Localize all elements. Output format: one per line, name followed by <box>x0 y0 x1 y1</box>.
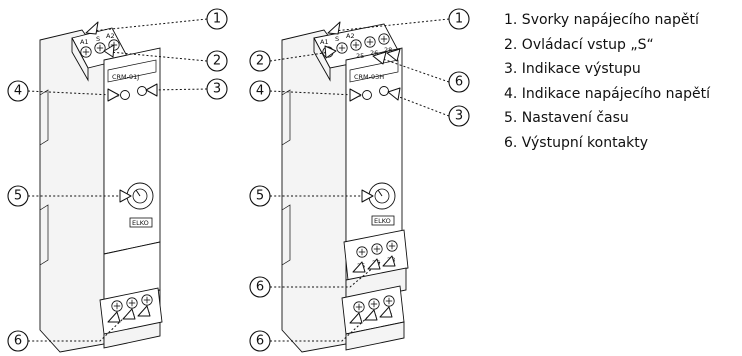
relay-device-left: ELKO A1 S A2 CRM-91J Un 15 16 18 <box>39 27 163 353</box>
right-brand-text: ELKO <box>374 217 391 225</box>
legend-item-5: 5. Nastavení času <box>504 110 629 126</box>
svg-text:1: 1 <box>213 12 221 27</box>
right-terminal-s: S <box>335 35 339 43</box>
callout-6-right-top: 6 <box>448 71 470 93</box>
right-top-terminal-28: 28 <box>384 46 392 54</box>
callout-5-right: 5 <box>249 185 271 207</box>
svg-text:3: 3 <box>455 109 463 124</box>
left-callout-leaders <box>27 18 208 342</box>
right-callout-leaders <box>269 18 450 342</box>
legend-item-2: 2. Ovládací vstup „S“ <box>504 36 654 53</box>
left-device-side <box>39 29 105 353</box>
right-terminal-a2: A2 <box>346 32 355 40</box>
callout-6-right-bottom: 6 <box>249 330 271 352</box>
right-device-side <box>281 29 347 353</box>
right-top-terminal-26: 26 <box>370 49 378 57</box>
svg-text:5: 5 <box>256 189 264 204</box>
relay-device-right: ELKO A1 S A2 25 26 28 CRM-93H Un 25 26 2… <box>281 23 409 353</box>
callout-2-left: 2 <box>206 50 228 72</box>
left-terminal-a2: A2 <box>106 32 115 40</box>
callout-1-right: 1 <box>448 8 470 30</box>
callout-2-right: 2 <box>249 50 271 72</box>
left-led-output <box>137 86 147 96</box>
left-terminal-s: S <box>96 35 100 43</box>
legend-item-4: 4. Indikace napájecího napětí <box>504 85 711 102</box>
callout-5-left: 5 <box>7 185 29 207</box>
callout-4-right: 4 <box>249 80 271 102</box>
callout-4-left: 4 <box>7 80 29 102</box>
svg-text:6: 6 <box>256 280 264 295</box>
legend-list: 1. Svorky napájecího napětí 2. Ovládací … <box>504 8 710 155</box>
left-terminal-a1: A1 <box>80 38 89 46</box>
callout-1-left: 1 <box>206 8 228 30</box>
svg-text:6: 6 <box>256 334 264 349</box>
right-brand-badge <box>371 215 395 226</box>
callout-6-left: 6 <box>7 330 29 352</box>
legend-item-6: 6. Výstupní kontakty <box>504 134 649 151</box>
right-led-output <box>379 86 389 96</box>
svg-text:2: 2 <box>213 54 221 69</box>
left-model-label: CRM-91J <box>112 73 139 81</box>
callout-6-right-middle: 6 <box>249 276 271 298</box>
left-led-un <box>120 90 130 100</box>
right-model-label: CRM-93H <box>354 73 384 81</box>
svg-text:6: 6 <box>14 334 22 349</box>
right-rail-notches <box>281 89 291 266</box>
svg-text:2: 2 <box>256 54 264 69</box>
callout-3-right: 3 <box>448 105 470 127</box>
right-top-terminal-25: 25 <box>356 52 364 60</box>
left-brand-badge <box>129 217 153 228</box>
right-terminal-a1: A1 <box>320 38 329 46</box>
svg-text:5: 5 <box>14 189 22 204</box>
legend-item-3: 3. Indikace výstupu <box>504 61 641 77</box>
left-brand-text: ELKO <box>132 219 149 227</box>
callout-3-left: 3 <box>206 78 228 100</box>
svg-text:3: 3 <box>213 82 221 97</box>
left-rail-notches <box>39 89 49 266</box>
svg-text:6: 6 <box>455 75 463 90</box>
legend-item-1: 1. Svorky napájecího napětí <box>504 12 699 28</box>
right-led-un <box>362 90 372 100</box>
svg-text:4: 4 <box>14 84 22 99</box>
svg-text:4: 4 <box>256 84 264 99</box>
svg-text:1: 1 <box>455 12 463 27</box>
